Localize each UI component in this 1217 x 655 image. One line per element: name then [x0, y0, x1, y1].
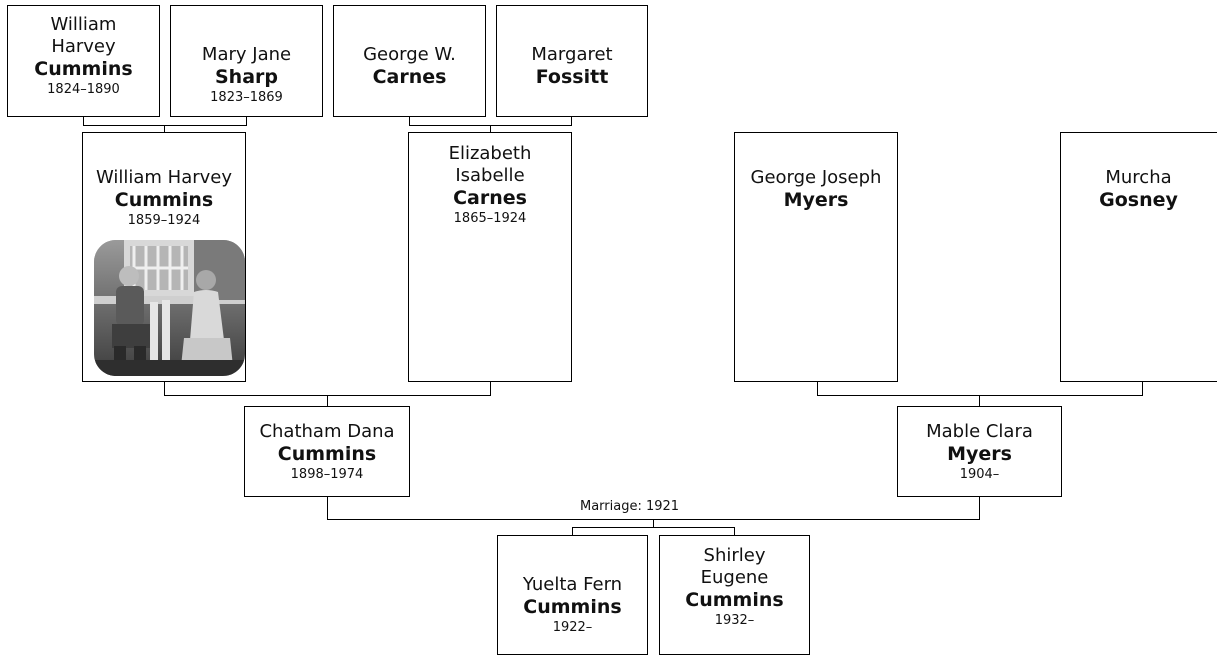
life-dates: 1823–1869	[210, 90, 283, 105]
surname: Gosney	[1099, 189, 1178, 211]
life-dates: 1904–	[959, 467, 1000, 482]
given-name: Chatham Dana	[259, 421, 395, 442]
person-box-yuelta-fern-cummins[interactable]: Yuelta Fern Cummins 1922–	[497, 535, 648, 655]
connector-gp1-gp2	[83, 117, 247, 132]
person-box-shirley-eugene-cummins[interactable]: Shirley Eugene Cummins 1932–	[659, 535, 810, 655]
connector-children	[572, 519, 735, 535]
surname: Carnes	[453, 187, 527, 209]
person-box-chatham-dana-cummins[interactable]: Chatham Dana Cummins 1898–1974	[244, 406, 410, 497]
marriage-label: Marriage: 1921	[578, 499, 742, 515]
person-box-george-joseph-myers[interactable]: George Joseph Myers	[734, 132, 898, 382]
surname: Cummins	[34, 58, 133, 80]
given-name: William Harvey	[50, 14, 117, 57]
person-box-elizabeth-isabelle-carnes[interactable]: Elizabeth Isabelle Carnes 1865–1924	[408, 132, 572, 382]
given-name: George W.	[363, 44, 456, 65]
given-name: George Joseph	[750, 167, 882, 188]
surname: Sharp	[214, 66, 278, 88]
surname: Cummins	[523, 596, 622, 618]
life-dates: 1865–1924	[453, 211, 527, 226]
connector-gp3-gp4	[409, 117, 572, 132]
life-dates: 1922–	[552, 620, 593, 635]
connector-p3-p4	[817, 382, 1143, 406]
life-dates: 1932–	[714, 613, 755, 628]
person-box-george-w-carnes[interactable]: George W. Carnes	[333, 5, 486, 117]
surname: Cummins	[114, 189, 214, 211]
person-box-william-harvey-cummins-sr[interactable]: William Harvey Cummins 1824–1890	[7, 5, 160, 117]
given-name: William Harvey	[95, 167, 233, 188]
family-photo	[94, 240, 245, 376]
surname: Cummins	[277, 443, 377, 465]
given-name: Mable Clara	[926, 421, 1033, 442]
life-dates: 1859–1924	[127, 213, 201, 228]
life-dates: 1824–1890	[47, 82, 120, 97]
life-dates: 1898–1974	[290, 467, 364, 482]
given-name: Elizabeth Isabelle	[448, 143, 532, 186]
given-name: Murcha	[1105, 167, 1172, 188]
surname: Fossitt	[535, 66, 609, 88]
connector-p1-p2	[164, 382, 491, 406]
given-name: Margaret	[531, 44, 613, 65]
surname: Carnes	[372, 66, 447, 88]
given-name: Mary Jane	[201, 44, 292, 65]
person-box-mary-jane-sharp[interactable]: Mary Jane Sharp 1823–1869	[170, 5, 323, 117]
person-box-murcha-gosney[interactable]: Murcha Gosney	[1060, 132, 1217, 382]
surname: Myers	[783, 189, 849, 211]
given-name: Shirley Eugene	[700, 545, 769, 588]
person-box-mable-clara-myers[interactable]: Mable Clara Myers 1904–	[897, 406, 1062, 497]
surname: Cummins	[685, 589, 784, 611]
given-name: Yuelta Fern	[522, 574, 623, 595]
person-box-william-harvey-cummins[interactable]: William Harvey Cummins 1859–1924	[82, 132, 246, 382]
surname: Myers	[947, 443, 1012, 465]
person-box-margaret-fossitt[interactable]: Margaret Fossitt	[496, 5, 648, 117]
